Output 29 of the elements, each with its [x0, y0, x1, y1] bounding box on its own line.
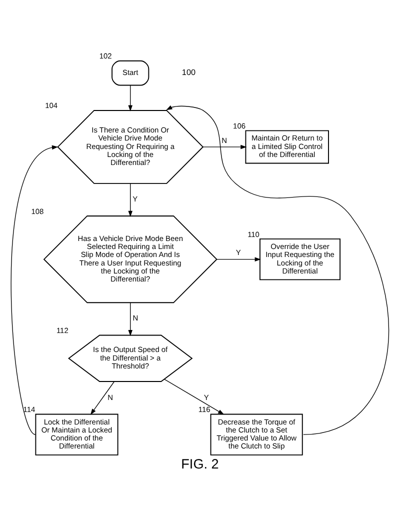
- node-box: Start: [112, 60, 150, 86]
- edge-label: N: [132, 313, 138, 322]
- edge-label: Y: [132, 194, 138, 204]
- arrow: [128, 84, 132, 111]
- arrow: [128, 182, 132, 217]
- node-label: 112: [56, 325, 68, 334]
- arrow: [90, 380, 115, 414]
- node-label: 114: [23, 404, 36, 414]
- arrow: [166, 104, 390, 434]
- node-label: 108: [31, 206, 44, 216]
- node-label: 116: [198, 404, 210, 414]
- arrow: [164, 378, 224, 414]
- arrow: [216, 256, 261, 261]
- arrow: [202, 144, 247, 149]
- edge-label: Y: [204, 392, 209, 402]
- caption: FIG. 2: [181, 456, 219, 471]
- node-label: 106: [233, 121, 246, 130]
- node-box: Lock the Differential Or Maintain a Locked Condition of the Differential: [35, 413, 118, 455]
- node-label: 110: [248, 229, 260, 238]
- edge-label: N: [222, 135, 228, 144]
- edge-label: N: [108, 392, 114, 402]
- node-label: 104: [45, 100, 58, 110]
- node-box: Override the User Input Requesting the Locking of the Differential: [259, 238, 341, 280]
- arrow: [128, 302, 132, 336]
- arrow: [10, 144, 58, 434]
- node-label: 102: [99, 51, 112, 60]
- edge-label: Y: [236, 248, 241, 257]
- node-box: Maintain Or Return to a Limited Slip Control of the Differential: [245, 130, 329, 164]
- node-box: Decrease the Torque of the Clutch to a Set Triggered Value to Allow the Clutch to Slip: [210, 413, 303, 455]
